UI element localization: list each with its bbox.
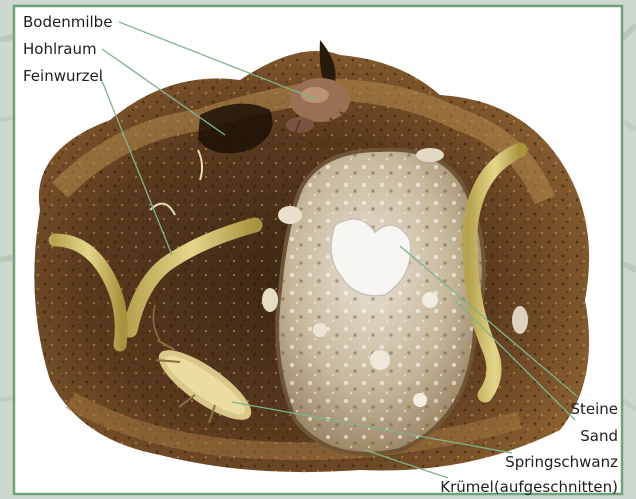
label-steine: Steine (570, 400, 618, 418)
label-kruemel: Krümel(aufgeschnitten) (440, 478, 618, 496)
label-bodenmilbe: Bodenmilbe (23, 13, 112, 31)
label-springschwanz: Springschwanz (505, 453, 618, 471)
label-sand: Sand (580, 427, 618, 445)
label-feinwurzel: Feinwurzel (23, 67, 103, 85)
crumb-section (277, 150, 484, 454)
label-hohlraum: Hohlraum (23, 40, 97, 58)
